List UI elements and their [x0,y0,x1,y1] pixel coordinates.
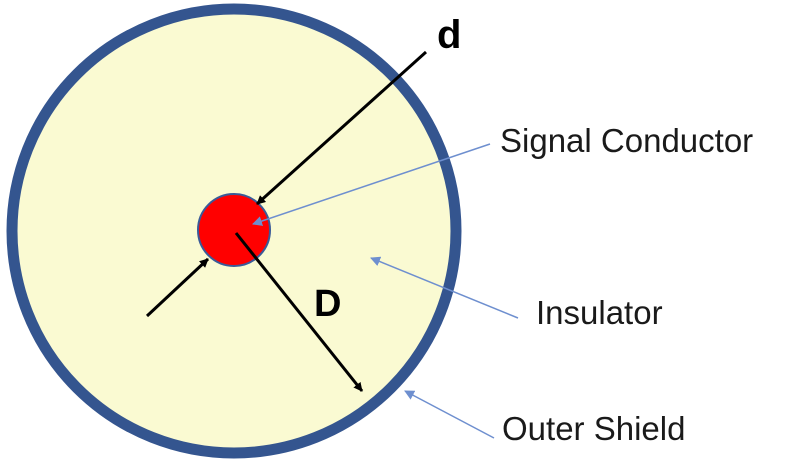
insulator-label: Insulator [536,294,663,331]
signal-conductor-leader [252,143,491,226]
d-dimension-arrow-upper [255,50,428,206]
D-dimension-arrow [234,232,364,392]
signal-conductor [197,193,271,267]
signal-conductor-label: Signal Conductor [500,122,753,159]
outer-shield-leader [404,390,495,439]
insulator-leader [370,256,519,319]
d-dimension-arrow-lower [145,257,210,318]
d-label: d [437,13,461,57]
D-label: D [314,283,341,325]
outer-shield-label: Outer Shield [502,410,685,447]
